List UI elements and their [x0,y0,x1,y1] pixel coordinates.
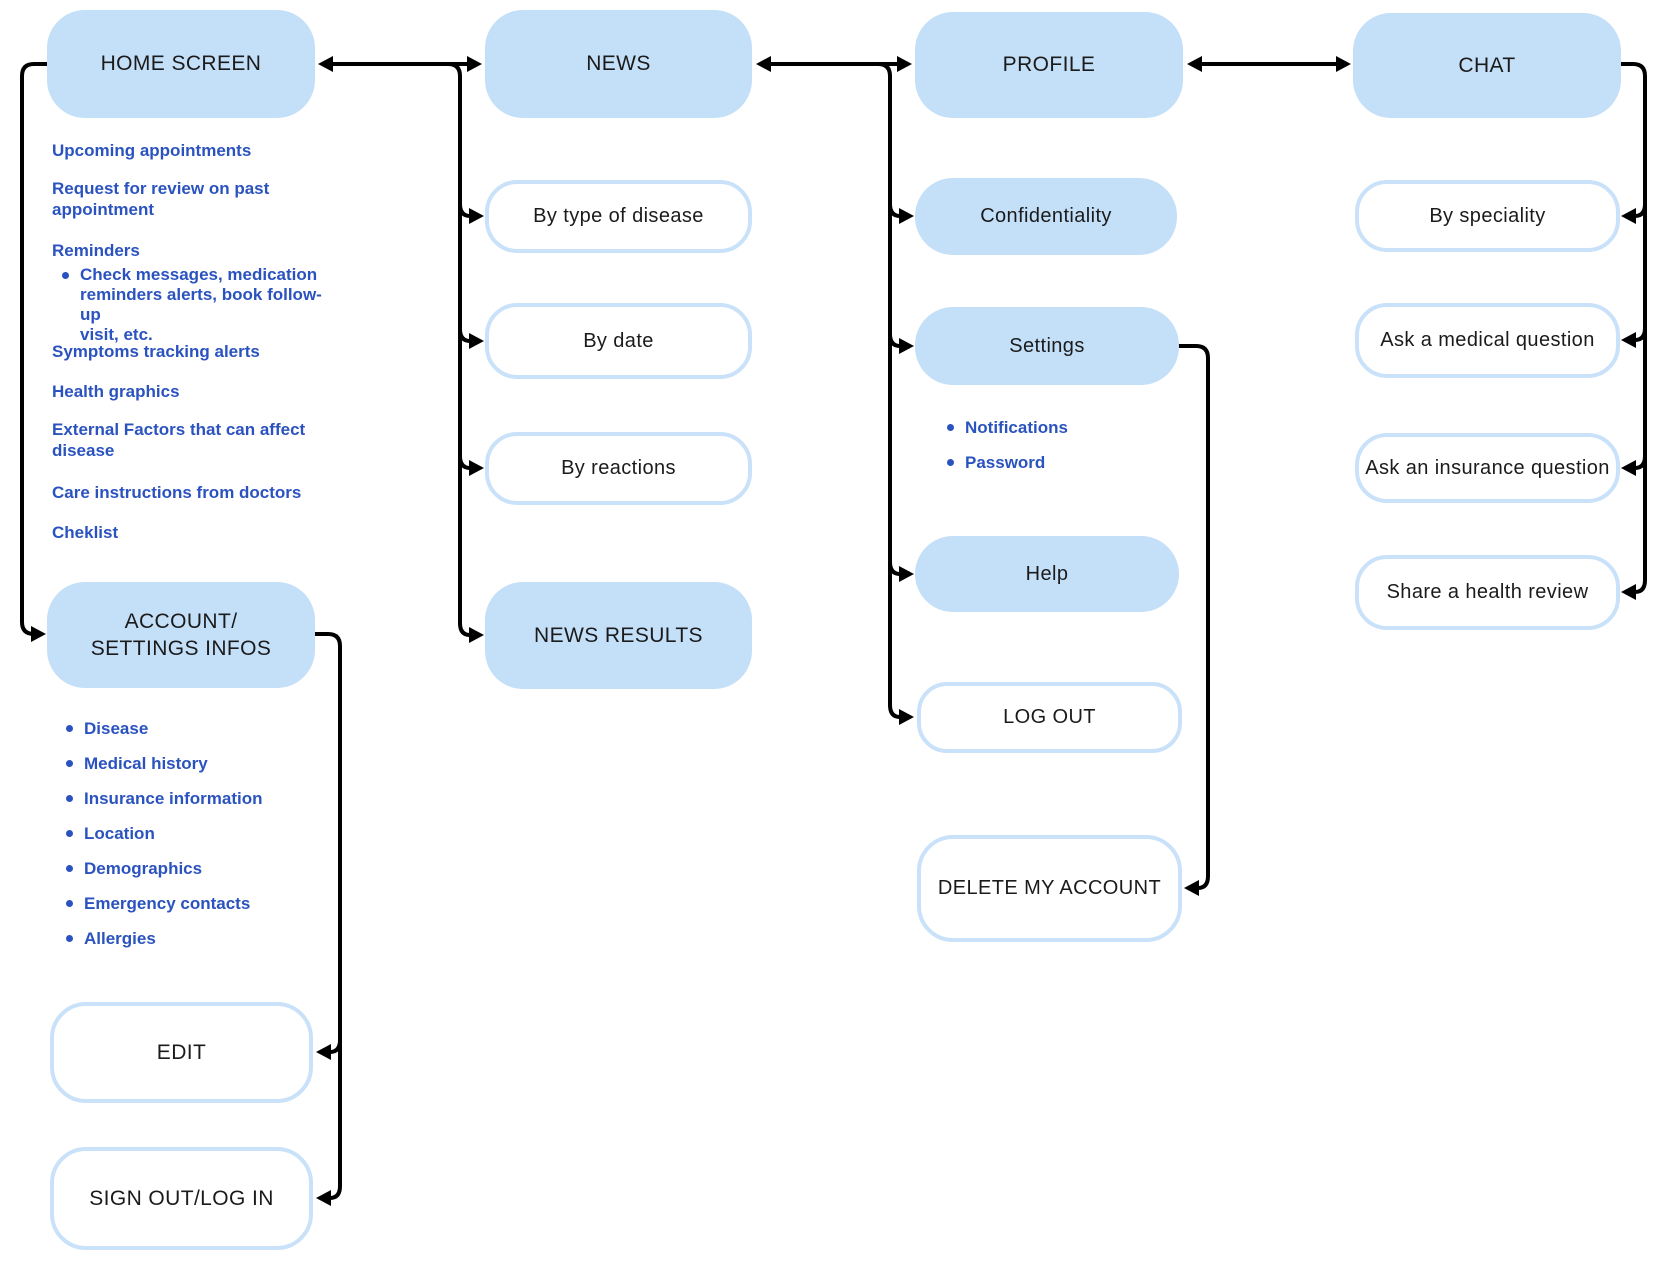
account-bullet-emergency-contacts: Emergency contacts [66,893,250,914]
node-help: Help [915,536,1179,612]
feature-cheklist: Cheklist [52,523,119,542]
bullet-dot [66,725,73,732]
account-bullet-allergies: Allergies [66,928,156,949]
connector-settings-to-delete [1177,344,1210,896]
node-by-date: By date [485,303,752,379]
connector-profile-branches [876,62,914,725]
bullet-dot [947,459,954,466]
node-ask-insurance-question: Ask an insurance question [1355,433,1620,503]
account-bullet-disease: Disease [66,718,148,739]
bullet-dot [66,900,73,907]
node-log-out: LOG OUT [917,682,1182,753]
bullet-dot [66,830,73,837]
node-settings: Settings [915,307,1179,385]
feature-care-instructions: Care instructions from doctors [52,483,302,502]
connector-account-branches [313,632,342,1206]
connector-news-branches [446,62,484,643]
bullet-dot [66,865,73,872]
node-by-speciality: By speciality [1355,180,1620,252]
account-bullet-demographics: Demographics [66,858,202,879]
account-bullet-location: Location [66,823,155,844]
reminders-sub-bullet: Check messages, medication reminders ale… [62,265,328,345]
connector-home-to-account [20,62,49,642]
account-bullet-medical-history: Medical history [66,753,208,774]
bullet-dot [62,272,69,279]
connector-profile-chat [1187,56,1351,72]
feature-health-graphics: Health graphics [52,382,180,401]
node-sign-out-log-in: SIGN OUT/LOG IN [50,1147,313,1250]
node-confidentiality: Confidentiality [915,178,1177,255]
node-home-screen: HOME SCREEN [47,10,315,118]
feature-request-review: Request for review on past appointment [52,179,270,219]
node-news: NEWS [485,10,752,118]
node-by-type-of-disease: By type of disease [485,180,752,253]
bullet-dot [66,795,73,802]
node-edit: EDIT [50,1002,313,1103]
node-share-health-review: Share a health review [1355,555,1620,630]
node-by-reactions: By reactions [485,432,752,505]
connector-home-news [318,56,482,72]
feature-external-factors: External Factors that can affect disease [52,420,306,460]
node-profile: PROFILE [915,12,1183,118]
settings-bullet-password: Password [947,452,1045,473]
node-chat: CHAT [1353,13,1621,118]
feature-symptoms-tracking: Symptoms tracking alerts [52,342,260,361]
feature-reminders: Reminders [52,241,140,260]
node-delete-my-account: DELETE MY ACCOUNT [917,835,1182,942]
connector-chat-branches [1619,62,1647,600]
node-account-settings-infos: ACCOUNT/ SETTINGS INFOS [47,582,315,688]
bullet-dot [947,424,954,431]
account-bullet-insurance-information: Insurance information [66,788,263,809]
bullet-dot [66,760,73,767]
settings-bullet-notifications: Notifications [947,417,1068,438]
node-ask-medical-question: Ask a medical question [1355,303,1620,378]
node-news-results: NEWS RESULTS [485,582,752,689]
bullet-dot [66,935,73,942]
feature-upcoming-appointments: Upcoming appointments [52,141,252,160]
